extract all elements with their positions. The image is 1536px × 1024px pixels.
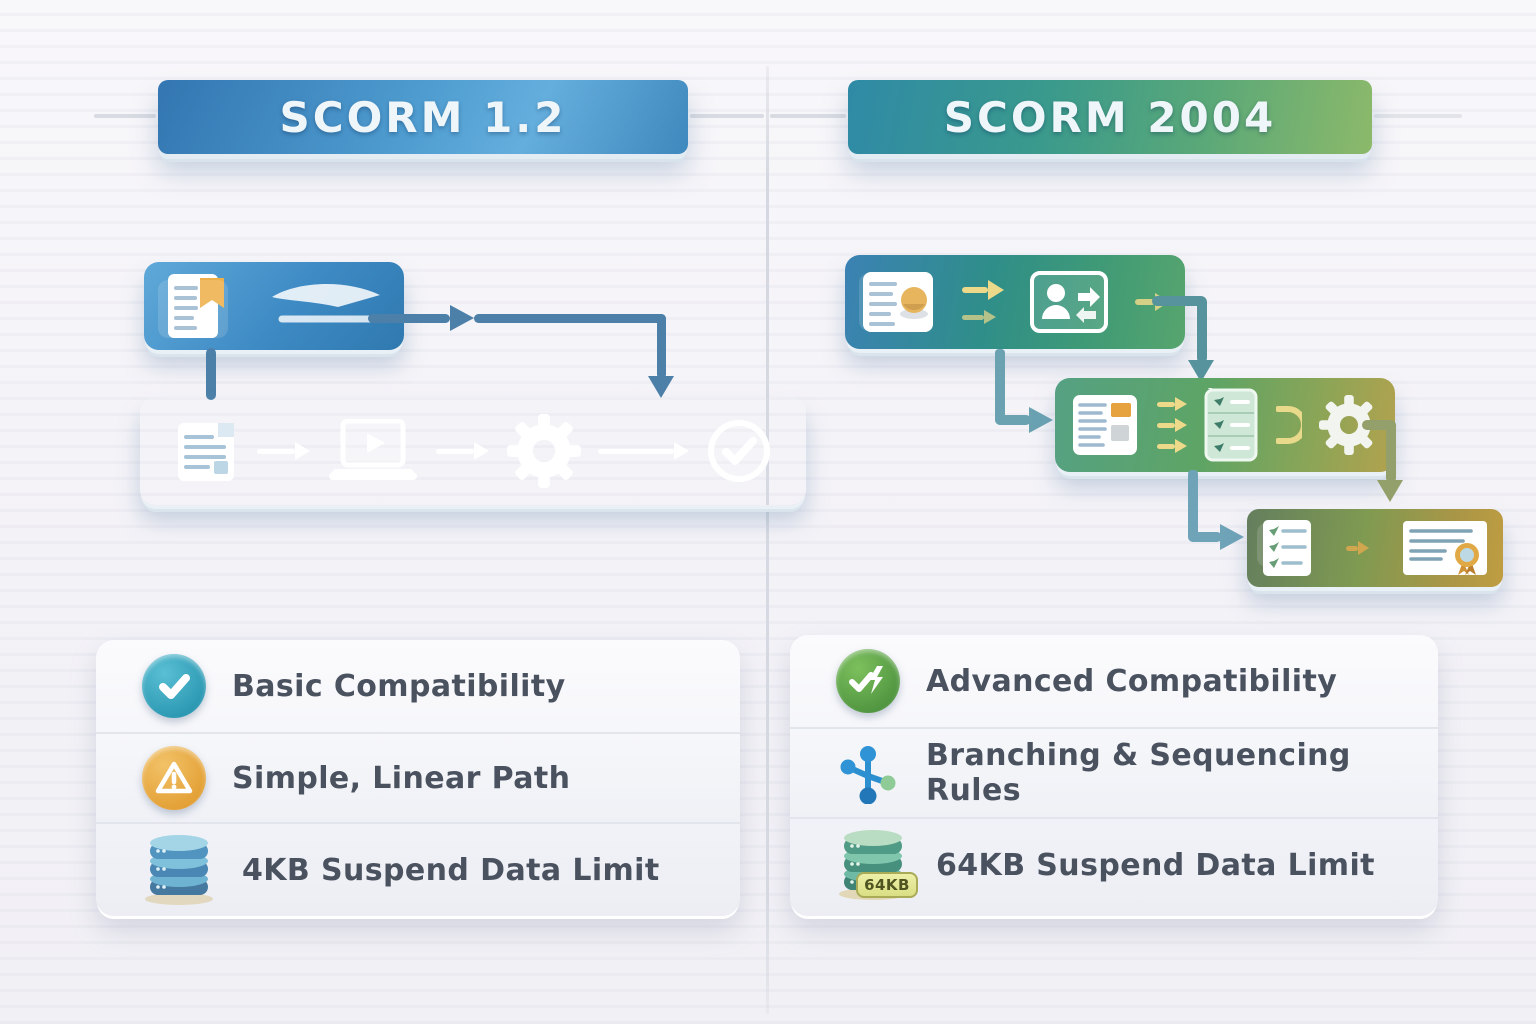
left-connector-corner [657, 314, 666, 378]
feature-label: 64KB Suspend Data Limit [936, 847, 1375, 883]
laptop-play-icon [329, 419, 418, 481]
database-64kb-icon: 64KB [836, 830, 918, 900]
arrow-right-icon [450, 305, 474, 331]
right-header-bar: SCORM 2004 [848, 80, 1372, 154]
checklist-page-icon [1263, 520, 1311, 576]
document-icon [1073, 395, 1137, 455]
arrow-down-icon [1188, 360, 1214, 382]
feature-row: Advanced Compatibility [790, 635, 1438, 727]
left-flow-box-sequence [140, 397, 806, 505]
feature-label: Simple, Linear Path [232, 760, 571, 796]
right-connector-vertical [1197, 296, 1207, 362]
feature-row: Simple, Linear Path [96, 732, 740, 824]
right-connector-horizontal [995, 415, 1031, 425]
arrow-down-icon [648, 376, 674, 398]
right-connector-vertical [995, 349, 1005, 425]
arrow-down-icon [1377, 480, 1403, 502]
arrow-right-icon [1345, 541, 1369, 555]
document-bookmark-icon [168, 274, 224, 338]
check-circle-icon [142, 654, 206, 718]
feature-label: 4KB Suspend Data Limit [242, 852, 660, 888]
warning-icon [142, 746, 206, 810]
arrow-right-icon [1220, 524, 1244, 550]
swoosh-arrow-icon [272, 283, 380, 323]
left-connector-horizontal [474, 314, 666, 323]
feature-row: 64KB 64KB Suspend Data Limit [790, 819, 1438, 911]
database-icon [142, 835, 216, 905]
double-arrow-stack [961, 280, 1004, 324]
header-tick-line [1374, 114, 1462, 118]
advanced-check-icon [836, 649, 900, 713]
header-tick-line [690, 114, 764, 118]
right-connector-vertical [1386, 420, 1396, 482]
size-badge: 64KB [856, 872, 918, 898]
checklist-panel-icon [1204, 388, 1258, 462]
document-icon [178, 423, 234, 481]
right-flow-box-sequencing [1055, 378, 1395, 472]
right-flow-box-content [845, 255, 1185, 349]
ghost-shape [859, 273, 929, 331]
arrow-right-icon [436, 442, 490, 460]
feature-label: Basic Compatibility [232, 668, 566, 704]
feature-label: Advanced Compatibility [926, 663, 1338, 699]
arrow-right-icon [1029, 407, 1053, 433]
feature-row: Basic Compatibility [96, 640, 740, 732]
learner-profile-icon [1030, 271, 1109, 333]
arrow-right-icon [597, 442, 689, 460]
ghost-shape [158, 280, 228, 338]
header-tick-line [770, 114, 846, 118]
left-feature-panel: Basic Compatibility Simple, Linear Path [96, 640, 740, 916]
column-divider [766, 66, 769, 1014]
branching-icon [836, 741, 900, 805]
gear-icon [506, 414, 581, 488]
certificate-icon [1403, 521, 1487, 575]
loop-connector-icon [1275, 406, 1302, 444]
right-connector-horizontal [1362, 420, 1396, 430]
right-connector-horizontal [1152, 296, 1204, 306]
document-coin-icon [863, 272, 933, 332]
left-flow-box-content [144, 262, 404, 350]
right-connector-horizontal [1188, 532, 1222, 542]
feature-label: Branching & Sequencing Rules [926, 738, 1351, 808]
triple-arrow-icon [1156, 397, 1187, 453]
right-header-label: SCORM 2004 [943, 92, 1277, 142]
left-header-bar: SCORM 1.2 [158, 80, 688, 154]
left-header-label: SCORM 1.2 [279, 92, 567, 142]
left-connector-vertical [206, 348, 216, 400]
feature-row: Branching & Sequencing Rules [790, 727, 1438, 819]
right-flow-box-completion [1247, 509, 1503, 587]
header-tick-line [94, 114, 156, 118]
right-feature-panel: Advanced Compatibility Branching & [790, 635, 1438, 916]
arrow-right-icon [257, 442, 311, 460]
right-connector-vertical [1188, 470, 1198, 542]
left-connector-horizontal [368, 314, 450, 323]
ghost-shape [1257, 523, 1307, 567]
feature-row: 4KB Suspend Data Limit [96, 824, 740, 916]
check-circle-icon [707, 420, 770, 482]
